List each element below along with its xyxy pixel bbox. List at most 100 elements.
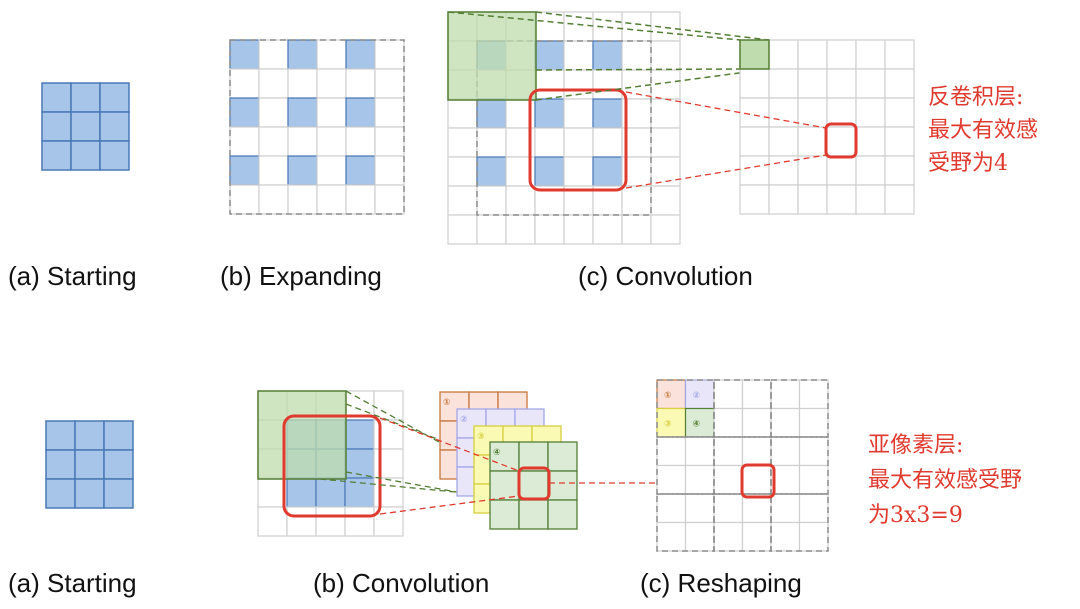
output-cell bbox=[884, 39, 915, 70]
reshape-block-border bbox=[770, 436, 829, 495]
padded-input-cell bbox=[621, 11, 652, 42]
output-cell bbox=[768, 184, 799, 215]
output-cell bbox=[768, 68, 799, 99]
reshaped-cell bbox=[656, 493, 687, 524]
expanded-cell bbox=[316, 39, 347, 70]
conv-input-cell bbox=[286, 506, 317, 537]
bottom-starting-grid bbox=[45, 420, 134, 509]
output-cell bbox=[884, 126, 915, 157]
expanded-cell bbox=[287, 184, 318, 215]
output-cell bbox=[768, 39, 799, 70]
top-caption-expanding: (b) Expanding bbox=[220, 261, 382, 291]
reshaped-cell bbox=[713, 493, 744, 524]
padded-input-cell bbox=[592, 127, 623, 158]
expanded-cell bbox=[229, 97, 260, 128]
conv-input-cell bbox=[344, 419, 375, 450]
input-pixel bbox=[70, 140, 101, 171]
channel-number-label: ③ bbox=[477, 432, 485, 442]
padded-input-cell bbox=[505, 185, 536, 216]
output-cell bbox=[826, 39, 857, 70]
reshaped-cell bbox=[684, 464, 715, 495]
reshaped-cell bbox=[741, 521, 772, 552]
padded-input-cell bbox=[447, 127, 478, 158]
expanded-cell bbox=[258, 184, 289, 215]
channel-number-label: ④ bbox=[493, 448, 501, 458]
padded-input-cell bbox=[534, 127, 565, 158]
input-pixel bbox=[99, 82, 130, 113]
reshaped-cell bbox=[770, 521, 801, 552]
padded-input-cell bbox=[447, 185, 478, 216]
reshaped-cell bbox=[798, 493, 829, 524]
reshaped-cell bbox=[798, 521, 829, 552]
input-pixel bbox=[99, 111, 130, 142]
padded-input-cell bbox=[563, 98, 594, 129]
conv-input-cell bbox=[344, 477, 375, 508]
bottom-annotation-line-2: 最大有效感受野 bbox=[868, 468, 1022, 493]
output-cell bbox=[884, 184, 915, 215]
output-cell bbox=[884, 155, 915, 186]
channel-cell bbox=[547, 470, 578, 501]
input-pixel bbox=[74, 420, 105, 451]
conv-input-cell bbox=[373, 419, 404, 450]
reshape-block-border bbox=[656, 493, 715, 552]
expanded-cell bbox=[258, 97, 289, 128]
reshaped-cell bbox=[713, 521, 744, 552]
expanded-cell bbox=[374, 68, 405, 99]
conv-input-cell bbox=[373, 477, 404, 508]
expanded-cell bbox=[345, 97, 376, 128]
expanded-cell bbox=[374, 39, 405, 70]
expanded-cell bbox=[345, 126, 376, 157]
bottom-reshaped-target-cell bbox=[740, 463, 776, 499]
expanded-cell bbox=[374, 155, 405, 186]
expanded-cell bbox=[316, 68, 347, 99]
reshaped-cell bbox=[798, 379, 829, 410]
output-cell bbox=[826, 68, 857, 99]
expanded-cell bbox=[258, 68, 289, 99]
expanded-cell bbox=[316, 184, 347, 215]
bottom-caption-convolution: (b) Convolution bbox=[313, 568, 489, 598]
bottom-receptive-field-box bbox=[282, 414, 382, 518]
reshaped-cell bbox=[656, 464, 687, 495]
bottom-annotation-line-3: 为3x3=9 bbox=[868, 503, 963, 528]
reshaped-cell bbox=[770, 493, 801, 524]
reshaped-cell bbox=[684, 521, 715, 552]
padded-input-cell bbox=[476, 214, 507, 245]
padded-input-cell bbox=[534, 214, 565, 245]
padded-input-cell bbox=[650, 185, 681, 216]
input-pixel bbox=[103, 449, 134, 480]
top-caption-starting: (a) Starting bbox=[8, 261, 137, 291]
reshaped-channel-number: ① bbox=[664, 391, 672, 401]
padded-input-cell bbox=[592, 69, 623, 100]
bottom-caption-reshaping: (c) Reshaping bbox=[640, 568, 802, 598]
output-cell bbox=[739, 97, 770, 128]
output-cell bbox=[826, 126, 857, 157]
padded-input-cell bbox=[563, 127, 594, 158]
input-pixel bbox=[45, 420, 76, 451]
output-cell bbox=[855, 155, 886, 186]
reshape-block-border bbox=[713, 379, 772, 438]
output-cell bbox=[797, 97, 828, 128]
padded-input-cell bbox=[563, 40, 594, 71]
channel-cell bbox=[489, 441, 520, 472]
output-cell bbox=[855, 126, 886, 157]
padded-input-cell bbox=[650, 40, 681, 71]
output-cell bbox=[826, 155, 857, 186]
reshaped-cell bbox=[656, 521, 687, 552]
reshaped-cell bbox=[713, 436, 744, 467]
reshaped-cell bbox=[684, 407, 715, 438]
reshaped-cell bbox=[741, 379, 772, 410]
padded-input-cell bbox=[592, 40, 623, 71]
output-cell bbox=[855, 184, 886, 215]
top-annotation-line-2: 最大有效感 bbox=[928, 118, 1038, 143]
input-pixel bbox=[99, 140, 130, 171]
reshaped-cell bbox=[741, 436, 772, 467]
input-pixel bbox=[103, 420, 134, 451]
top-output-target-cell bbox=[824, 122, 858, 159]
reshaped-cell bbox=[684, 436, 715, 467]
reshape-block-border bbox=[770, 379, 829, 438]
channel-cell bbox=[518, 499, 549, 530]
reshaped-cell bbox=[713, 407, 744, 438]
